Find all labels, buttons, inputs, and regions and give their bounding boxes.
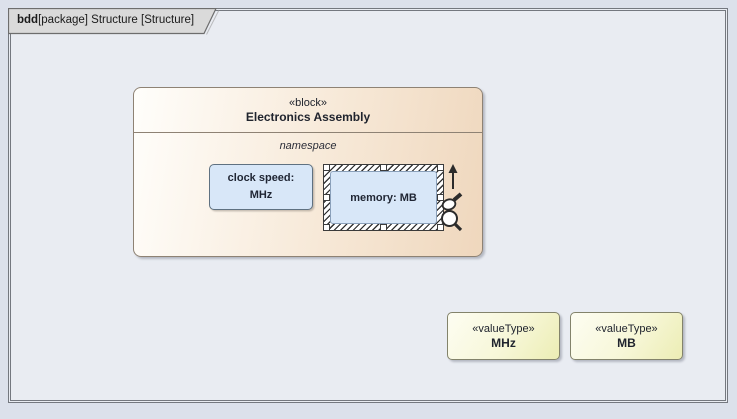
property-clock-speed-line2: MHz — [249, 189, 273, 201]
quick-link-up-arrow-icon[interactable] — [446, 164, 460, 195]
block-electronics-assembly[interactable]: «block» Electronics Assembly namespace c… — [133, 87, 483, 257]
frame-tab-keyword: bdd — [17, 14, 39, 26]
frame-tab-title: [package] Structure [Structure] — [38, 14, 195, 26]
frame-tab[interactable]: bdd[package] Structure [Structure] — [8, 8, 224, 35]
frame-tab-label: bdd[package] Structure [Structure] — [17, 14, 194, 26]
property-clock-speed[interactable]: clock speed: MHz — [209, 164, 313, 210]
block-name: Electronics Assembly — [245, 109, 371, 124]
selection-handle-bottom-left[interactable] — [323, 224, 330, 231]
selection-handle-mid-left[interactable] — [323, 193, 330, 201]
selection-overlay-memory[interactable]: memory: MB — [323, 164, 444, 231]
valuetype-mb-stereotype: «valueType» — [595, 322, 658, 335]
selection-handle-mid-right[interactable] — [437, 193, 444, 201]
valuetype-mb-name: MB — [617, 335, 636, 350]
selection-handle-top-right[interactable] — [437, 164, 444, 171]
property-memory[interactable]: memory: MB — [330, 171, 437, 224]
property-memory-label: memory: MB — [350, 191, 417, 204]
block-header: «block» Electronics Assembly — [134, 88, 482, 133]
selection-handle-bottom-right[interactable] — [437, 224, 444, 231]
selection-handle-top-left[interactable] — [323, 164, 330, 171]
valuetype-mhz-stereotype: «valueType» — [472, 322, 535, 335]
valuetype-mhz[interactable]: «valueType» MHz — [447, 312, 560, 360]
frame-tab-shape — [8, 8, 220, 35]
quick-style-brush-icon[interactable] — [441, 192, 463, 217]
selection-handle-top-center[interactable] — [379, 164, 387, 171]
zoom-magnifier-icon[interactable] — [440, 209, 464, 238]
property-clock-speed-line1: clock speed: — [227, 171, 295, 184]
selection-handle-bottom-center[interactable] — [379, 224, 387, 231]
block-stereotype: «block» — [289, 96, 327, 109]
valuetype-mb[interactable]: «valueType» MB — [570, 312, 683, 360]
namespace-compartment-label: namespace — [279, 140, 337, 152]
valuetype-mhz-name: MHz — [491, 335, 516, 350]
